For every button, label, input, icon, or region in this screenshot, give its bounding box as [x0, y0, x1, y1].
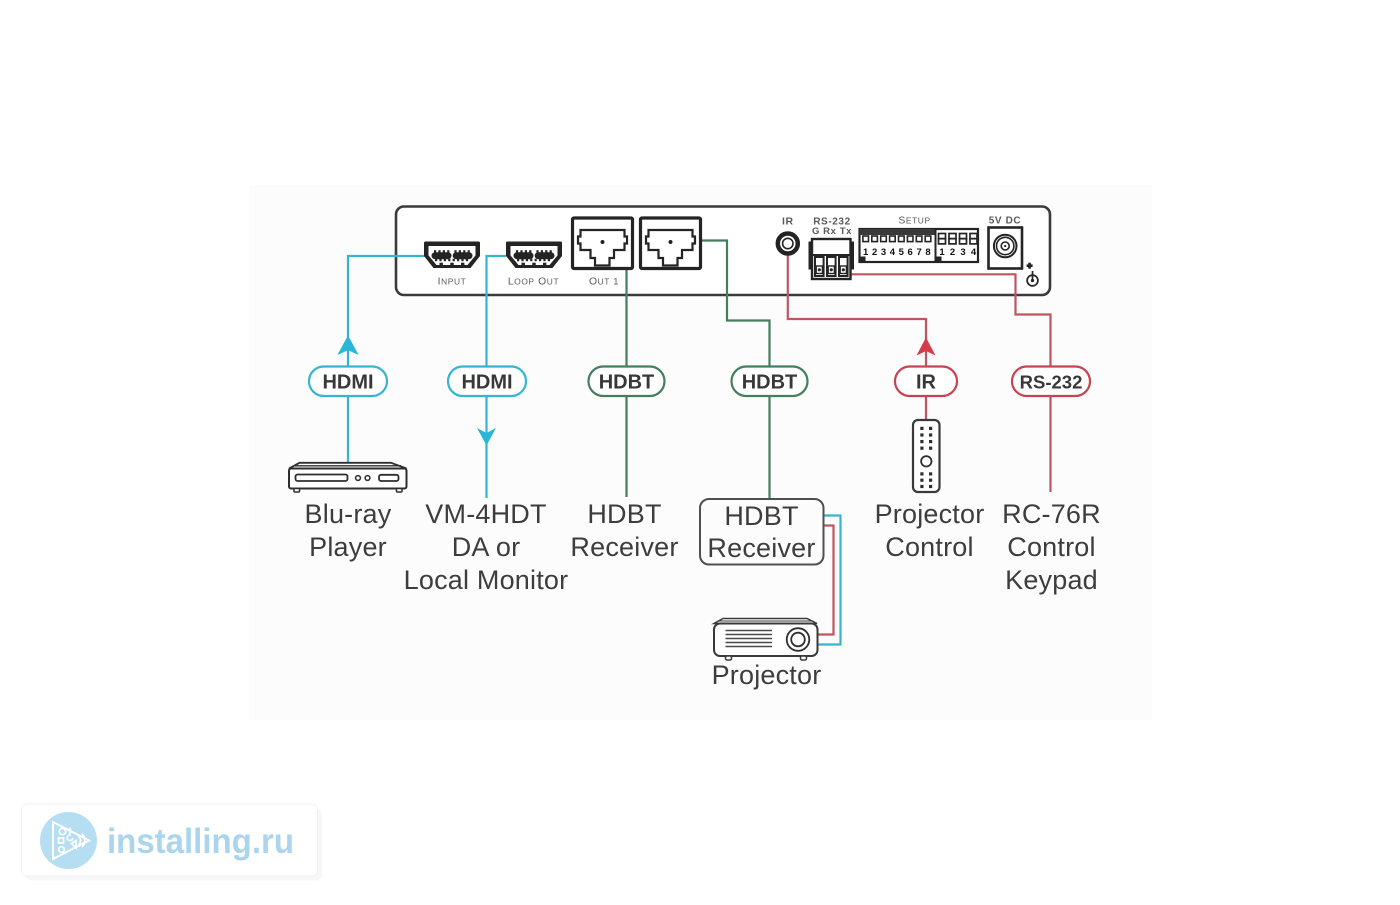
- svg-text:VM-4HDT: VM-4HDT: [425, 499, 546, 529]
- svg-text:Blu-ray: Blu-ray: [305, 499, 392, 529]
- svg-text:HDBT: HDBT: [599, 372, 655, 394]
- svg-text:Projector: Projector: [712, 660, 822, 690]
- svg-text:5: 5: [899, 247, 905, 258]
- svg-text:G Rx Tx: G Rx Tx: [812, 226, 852, 237]
- svg-text:RS-232: RS-232: [1020, 372, 1083, 393]
- svg-text:LOOP OUT: LOOP OUT: [508, 277, 559, 288]
- svg-text:1: 1: [863, 247, 869, 258]
- svg-text:IR: IR: [782, 216, 794, 228]
- svg-text:Control: Control: [1007, 532, 1095, 562]
- svg-text:6: 6: [908, 247, 913, 258]
- svg-text:HDBT: HDBT: [742, 372, 798, 394]
- svg-text:1: 1: [939, 247, 945, 258]
- svg-text:Control: Control: [885, 532, 973, 562]
- svg-text:OUT 1: OUT 1: [589, 276, 619, 288]
- svg-text:7: 7: [916, 247, 921, 258]
- svg-text:4: 4: [890, 247, 896, 258]
- svg-text:IR: IR: [916, 372, 937, 394]
- svg-text:5V DC: 5V DC: [989, 216, 1021, 227]
- svg-text:8: 8: [925, 247, 930, 258]
- svg-text:RC-76R: RC-76R: [1002, 499, 1101, 529]
- svg-text:installing.ru: installing.ru: [107, 822, 294, 861]
- svg-text:RS-232: RS-232: [813, 217, 851, 228]
- svg-text:SETUP: SETUP: [898, 216, 930, 227]
- svg-text:2: 2: [872, 247, 877, 258]
- svg-text:Player: Player: [309, 532, 387, 562]
- svg-text:Projector: Projector: [875, 499, 985, 529]
- svg-text:Receiver: Receiver: [707, 533, 815, 563]
- svg-text:HDMI: HDMI: [322, 372, 373, 394]
- svg-text:INPUT: INPUT: [438, 277, 467, 288]
- svg-text:DA or: DA or: [452, 532, 521, 562]
- svg-text:Local Monitor: Local Monitor: [404, 565, 569, 595]
- svg-text:HDBT: HDBT: [724, 501, 798, 531]
- svg-text:HDMI: HDMI: [461, 372, 512, 394]
- svg-text:4: 4: [971, 247, 977, 258]
- svg-text:3: 3: [960, 247, 965, 258]
- svg-text:3: 3: [881, 247, 886, 258]
- svg-text:HDBT: HDBT: [587, 499, 661, 529]
- svg-text:Receiver: Receiver: [570, 532, 678, 562]
- svg-text:Keypad: Keypad: [1005, 565, 1098, 595]
- svg-text:2: 2: [950, 247, 955, 258]
